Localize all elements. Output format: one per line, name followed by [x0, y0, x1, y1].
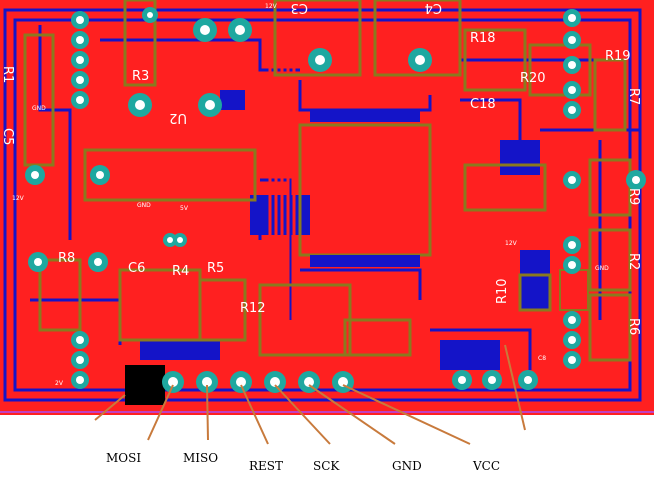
through-hole-pads: [25, 7, 646, 390]
ref-r2: R2: [626, 253, 641, 270]
ref-r9: R9: [626, 188, 641, 205]
leader-extra-left: [94, 394, 126, 421]
ref-r20: R20: [520, 71, 546, 86]
leader-sck: [274, 384, 331, 445]
label-2v-left: 2V: [55, 380, 64, 387]
leader-mosi: [147, 384, 174, 441]
ref-r8: R8: [58, 251, 75, 266]
ref-r5: R5: [207, 261, 224, 276]
silkscreen-refs: R1 C3 C5 C4 R3 U2 R18 C18 R20 R19 R7 R8 …: [0, 0, 641, 335]
ref-r4: R4: [172, 264, 189, 279]
ref-r3-top: R3: [132, 69, 149, 84]
ref-c4: C4: [425, 0, 442, 15]
ref-r10: R10: [495, 278, 510, 304]
small-labels: 12V 12V GND 5V 12V GND GND 2V C8: [12, 3, 609, 387]
label-5v-mid: 5V: [180, 205, 189, 212]
pin-label-rest: REST: [249, 459, 283, 473]
ref-r18: R18: [470, 31, 496, 46]
ref-c5: C5: [0, 128, 15, 145]
leader-miso: [206, 384, 209, 441]
connector-pin-labels: MOSI MISO REST SCK GND VCC: [106, 451, 500, 473]
pin-label-vcc: VCC: [472, 459, 500, 473]
ref-c3: C3: [291, 0, 308, 15]
leader-gnd: [308, 384, 396, 445]
ref-u2: U2: [169, 110, 187, 125]
annotation-lines: [94, 344, 526, 445]
label-c8: C8: [538, 355, 546, 362]
label-gnd-right: GND: [595, 265, 609, 272]
leader-rest: [240, 384, 269, 445]
isp-connector-pads: [125, 365, 354, 405]
ref-r1: R1: [0, 66, 15, 83]
leader-vcc: [342, 384, 471, 445]
label-12v-left: 12V: [12, 195, 25, 202]
bottom-layer-traces: [3, 8, 642, 402]
label-12v-top: 12V: [265, 3, 278, 10]
pin-label-gnd: GND: [392, 459, 422, 473]
ref-r12: R12: [240, 301, 266, 316]
ref-c18: C18: [470, 97, 496, 112]
ref-c6: C6: [128, 261, 145, 276]
ref-r19: R19: [605, 49, 631, 64]
label-gnd-mid: GND: [137, 202, 151, 209]
pin-label-sck: SCK: [313, 459, 340, 473]
pin-label-mosi: MOSI: [106, 451, 141, 465]
label-gnd-left: GND: [32, 105, 46, 112]
leader-extra-right: [504, 344, 526, 431]
ref-r6: R6: [626, 318, 641, 335]
label-12v-right: 12V: [505, 240, 518, 247]
mcu-pads: [310, 110, 420, 267]
pin-label-miso: MISO: [183, 451, 218, 465]
ref-r7: R7: [626, 88, 641, 105]
